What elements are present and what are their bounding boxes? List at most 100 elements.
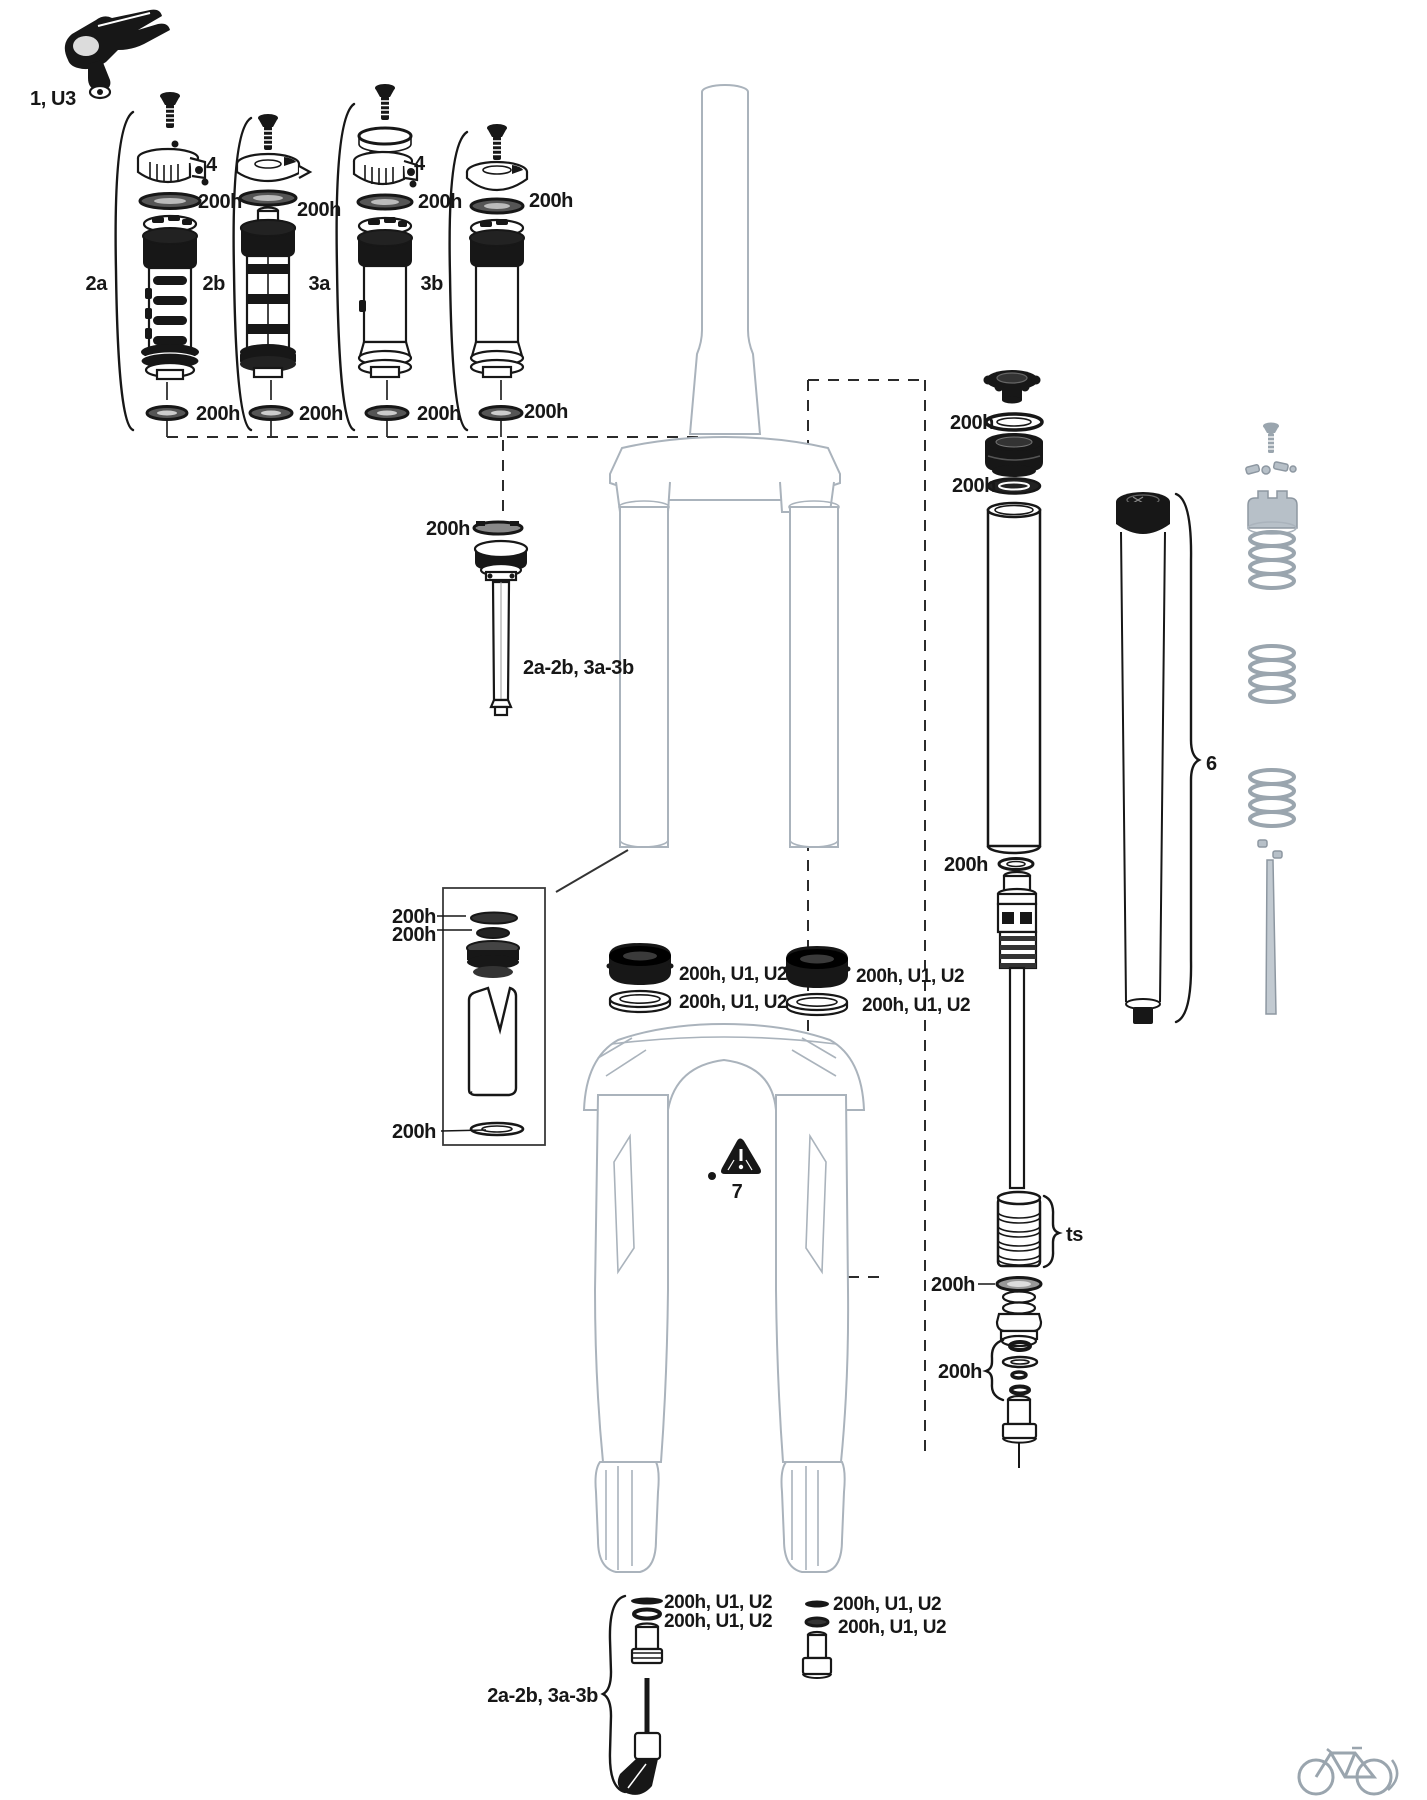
coil-brace [1174, 492, 1202, 1024]
200h-label: 200h [417, 403, 461, 425]
seal-kit-label: 200h, U1, U2 [679, 964, 787, 985]
dust-seal-left [606, 943, 674, 985]
200h-label: 200h [944, 854, 988, 876]
damper-body-2a [140, 214, 200, 381]
200h-label: 200h [524, 401, 568, 423]
shaft-guide [995, 1290, 1043, 1348]
remote-lever [64, 9, 170, 100]
top-cap [465, 160, 529, 192]
seal-kit-label: 200h, U1, U2 [679, 992, 787, 1013]
damper-column-2b [232, 113, 313, 437]
remote-spool-clamp [352, 150, 419, 186]
coil-6-label: 6 [1206, 753, 1217, 775]
foot-bolt-group [801, 1600, 833, 1679]
o-ring [364, 405, 410, 421]
foam-ring-left [608, 989, 672, 1014]
spring-hardware-gray [1245, 422, 1298, 1015]
air-tube [986, 501, 1042, 855]
clamp-band [357, 126, 413, 153]
shaft-ref-label: 2a-2b, 3a-3b [487, 1685, 598, 1707]
o-ring [238, 189, 298, 207]
o-ring [356, 193, 414, 211]
coil-spring [1248, 644, 1296, 704]
preload-adjuster [1247, 490, 1298, 535]
damper-column-2a [114, 91, 209, 437]
fork-lowers [582, 1022, 866, 1573]
seal-head [473, 539, 529, 582]
200h-label: 200h [426, 518, 470, 540]
damper-column-3b [448, 123, 529, 437]
small-hardware [1245, 461, 1297, 475]
rebound-bolt-group [617, 1597, 664, 1795]
ts-label: ts [1066, 1224, 1083, 1246]
spring-rod [1265, 859, 1277, 1015]
o-ring [478, 405, 524, 421]
o-ring [248, 405, 294, 421]
air-valve-cap [983, 370, 1041, 404]
200h-label: 200h [950, 412, 994, 434]
200h-label: 200h [931, 1274, 975, 1296]
seal-kit-label: 200h, U1, U2 [664, 1611, 772, 1632]
seal-kit-label: 200h, U1, U2 [664, 1592, 772, 1613]
rebound-brace [600, 1594, 627, 1794]
wedge-tube [467, 986, 518, 1097]
damper-shaft-assembly [472, 520, 529, 717]
fork-csu [609, 84, 841, 848]
shaft-hardware [1001, 1340, 1039, 1396]
o-ring [986, 477, 1042, 495]
pointer-line [555, 849, 629, 893]
seal-kit-label: 200h, U1, U2 [838, 1617, 946, 1638]
200h-label: 200h [299, 403, 343, 425]
200h-label: 200h [196, 403, 240, 425]
coil-spring [1248, 530, 1296, 590]
column-3b-label: 3b [420, 273, 443, 295]
seal-parts-box [437, 887, 546, 1146]
damper-body-2b [239, 206, 297, 379]
air-top-cap [985, 433, 1043, 477]
decal-7-label: 7 [732, 1181, 743, 1203]
retaining-ring [470, 911, 518, 925]
seal-kit-label: 200h, U1, U2 [856, 966, 964, 987]
travel-spacer-stack [996, 1190, 1042, 1268]
o-ring [995, 1276, 1043, 1292]
warning-decal [708, 1138, 761, 1180]
shaft-ref-label: 2a-2b, 3a-3b [523, 657, 634, 679]
column-2a-label: 2a [86, 273, 109, 295]
dust-seal-right [783, 946, 851, 988]
ts-brace [1042, 1194, 1063, 1269]
column-2b-label: 2b [202, 273, 225, 295]
o-ring [138, 192, 202, 210]
remote-lever-label: 1, U3 [30, 88, 76, 110]
damper-body-3a [357, 216, 413, 379]
o-ring [997, 857, 1035, 871]
seal-kit-label: 200h, U1, U2 [862, 995, 970, 1016]
spacer-bits [1257, 839, 1283, 859]
brand-logo [1297, 1746, 1399, 1796]
damper-column-3a [335, 83, 419, 437]
air-piston [996, 870, 1038, 970]
200h-label: 200h [392, 1121, 436, 1143]
clamp-4-label: 4 [206, 154, 218, 176]
damper-shaft [489, 580, 513, 717]
200h-label: 200h [198, 191, 242, 213]
200h-label: 200h [392, 924, 436, 946]
o-ring [984, 412, 1044, 432]
remote-spool-clamp [136, 147, 207, 184]
seal-stack [466, 940, 520, 978]
hardware-brace [982, 1338, 1005, 1402]
200h-label: 200h [418, 191, 462, 213]
foot-nut [1001, 1394, 1038, 1468]
coil-spring [1248, 768, 1296, 828]
200h-label: 200h [297, 199, 341, 221]
200h-label: 200h [529, 190, 573, 212]
seal-kit-label: 200h, U1, U2 [833, 1594, 941, 1615]
crush-washer [472, 520, 524, 536]
air-shaft [1008, 966, 1026, 1190]
top-cap [235, 152, 313, 183]
clamp-4-label: 4 [414, 153, 426, 175]
o-ring [469, 197, 525, 215]
column-3a-label: 3a [309, 273, 332, 295]
200h-label: 200h [392, 906, 436, 928]
